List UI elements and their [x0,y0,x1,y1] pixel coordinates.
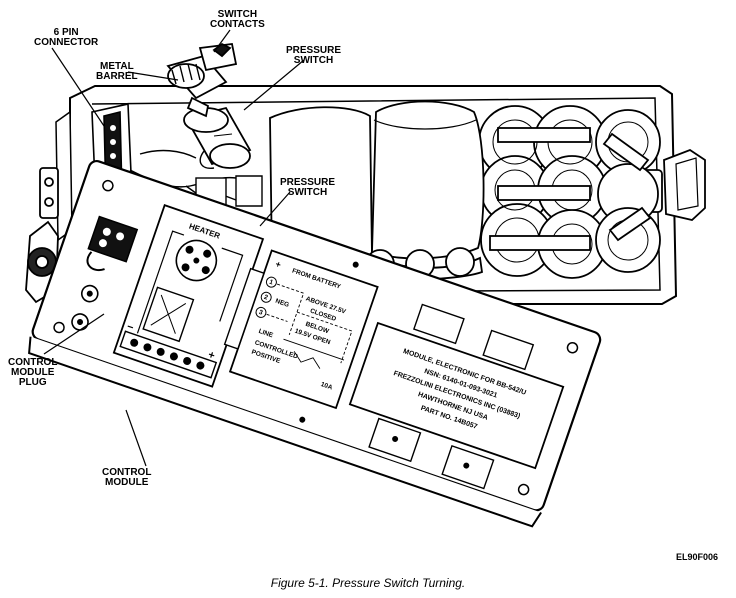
terminal-2: 2 [263,294,269,302]
line-label: LINE [258,328,275,340]
terminal-3: 3 [258,309,264,317]
leader-lines [43,29,305,467]
figure-id: EL90F006 [675,552,718,562]
left-latch [25,167,59,304]
switch-contacts-callout: SWITCH CONTACTS [210,9,265,30]
pressure-switch-top-callout: PRESSURE SWITCH [286,45,342,66]
figure-caption: Figure 5-1. Pressure Switch Turning. [270,576,466,590]
pressure-switch-mid-callout: PRESSURE SWITCH [280,177,336,198]
control-module-plug [71,215,139,331]
minus-sign: − [125,321,135,334]
metal-barrel-callout: METAL BARREL [96,61,138,82]
plus-terminal: + [274,259,282,270]
control-module-plug-callout: CONTROL MODULE PLUG [8,357,58,388]
battery-cells [478,105,661,279]
pressure-switch [166,42,252,169]
terminal-strip [119,330,218,379]
six-pin-connector-callout: 6 PIN CONNECTOR [34,27,99,48]
amps-label: 10A [320,381,334,392]
control-module-callout: CONTROL MODULE [102,467,152,488]
wiring [129,149,263,211]
neg-label: NEG [274,298,290,309]
control-module: HEATER + − FROM BATTERY + 1 2 3 NEG ABOV… [28,159,602,528]
plus-sign: + [206,349,216,362]
terminal-1: 1 [268,279,274,287]
